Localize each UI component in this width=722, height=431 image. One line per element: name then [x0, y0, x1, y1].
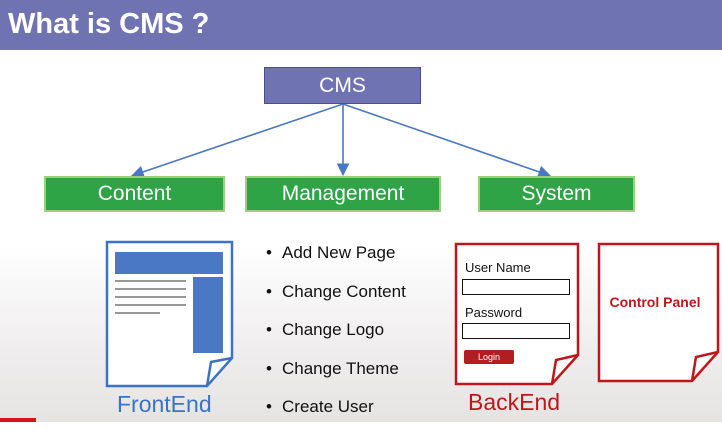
title-bar: What is CMS ?	[0, 0, 722, 50]
page-title: What is CMS ?	[8, 8, 210, 40]
list-item: •Add New Page	[266, 243, 396, 262]
cms-root-node: CMS	[264, 67, 421, 104]
control-panel-label: Control Panel	[609, 294, 701, 310]
password-field[interactable]	[462, 323, 570, 339]
control-panel-document-icon	[597, 242, 720, 383]
frontend-caption: FrontEnd	[117, 391, 212, 417]
backend-caption: BackEnd	[468, 389, 561, 415]
arrow-to-content	[130, 103, 344, 178]
login-button[interactable]: Login	[464, 350, 514, 364]
list-item: •Change Logo	[266, 320, 385, 339]
list-item: •Change Theme	[266, 358, 399, 378]
feature-list: •Add New Page •Change Content •Change Lo…	[266, 238, 406, 431]
system-node: System	[478, 176, 635, 212]
list-item: •Change Content	[266, 281, 406, 301]
progress-indicator	[0, 418, 36, 422]
frontend-document-icon	[105, 240, 234, 388]
username-label: User Name	[465, 260, 531, 275]
connector-arrows	[130, 103, 552, 178]
username-field[interactable]	[462, 279, 570, 295]
content-node: Content	[44, 176, 225, 212]
arrow-to-system	[342, 103, 552, 178]
password-label: Password	[465, 305, 523, 320]
list-item: •Create User	[266, 397, 374, 416]
management-node: Management	[245, 176, 441, 212]
